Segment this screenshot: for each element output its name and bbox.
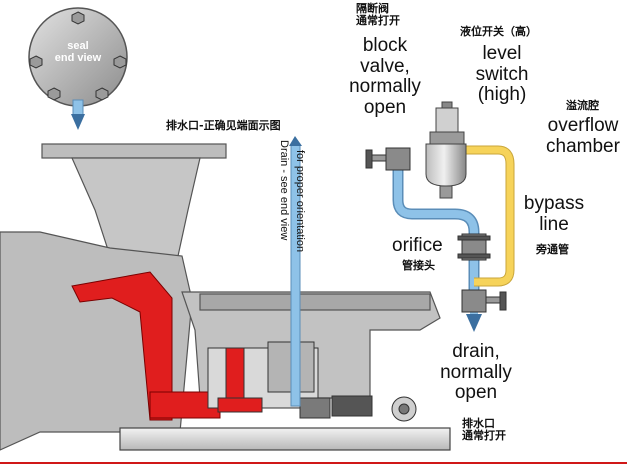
bypass-line-cn-label: 旁通管	[536, 243, 569, 256]
drain-outlet-arrow-icon	[466, 314, 482, 332]
drain-arrow-icon	[289, 136, 302, 146]
drain-piping	[365, 101, 515, 332]
bypass-line-label: bypass line	[523, 193, 585, 235]
drain-outlet-cn-label: 排水口 通常打开	[462, 417, 506, 442]
orifice-label: orifice	[392, 235, 443, 256]
seal-drain-port	[72, 99, 84, 117]
pump-shaft	[119, 427, 451, 451]
drain-outlet-label: drain, normally open	[440, 341, 512, 404]
block-valve-cn-label: 隔断阀 通常打开	[356, 2, 400, 27]
overflow-chamber-cn-label: 溢流腔	[566, 99, 599, 112]
flange-bolt-icon	[29, 11, 127, 101]
overflow-chamber	[425, 131, 467, 199]
drain-header-label: 排水口-正确见端面示图	[166, 119, 281, 132]
block-valve	[365, 147, 411, 171]
impeller-hub	[149, 391, 221, 419]
level-switch-label: level switch (high)	[475, 43, 529, 106]
level-switch-cn-label: 液位开关（高）	[460, 25, 537, 38]
seal-end-view-flange	[28, 7, 128, 130]
impeller	[71, 271, 173, 421]
orifice-fitting	[457, 233, 491, 261]
drain-vertical-label-2: for proper orientation	[294, 150, 306, 253]
drain-arrow-icon	[71, 114, 85, 130]
level-switch	[435, 101, 459, 133]
overflow-chamber-label: overflow chamber	[546, 115, 620, 157]
mechanical-seal	[207, 341, 417, 422]
seal-end-view-label: seal end view	[54, 40, 102, 65]
orifice-cn-label: 管接头	[402, 259, 435, 272]
drain-valve	[461, 289, 507, 313]
block-valve-label: block valve, normally open	[349, 35, 421, 118]
drain-vertical-label-1: Drain - see end view	[278, 140, 290, 241]
baseline-divider	[0, 462, 627, 464]
